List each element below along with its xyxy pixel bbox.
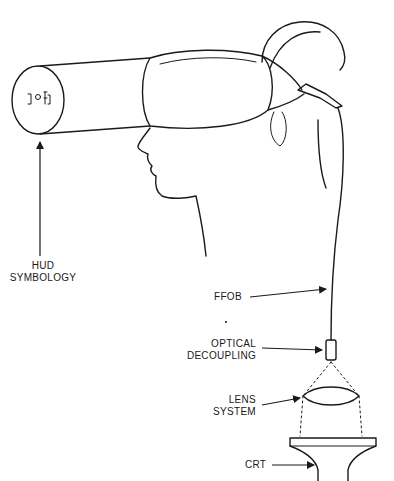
speck (225, 321, 227, 323)
light-rays (300, 362, 362, 436)
fiber-cable (331, 108, 343, 340)
leader-arrow (262, 348, 322, 350)
rear-mount (298, 84, 342, 108)
leader-arrow (272, 464, 314, 465)
hud-disc (12, 66, 64, 134)
crt-face (290, 446, 376, 447)
goggle-visor (143, 50, 273, 128)
cone-line (40, 58, 150, 66)
lens (303, 387, 359, 405)
hud-symbols (28, 92, 50, 104)
leader-arrow (262, 398, 300, 405)
callout-label: HUD SYMBOLOGY (8, 260, 78, 284)
visor-strap (262, 56, 302, 90)
head-strap-inner (270, 32, 320, 68)
visor-rim (160, 58, 256, 64)
visor-strap (268, 94, 304, 110)
optical-coupler (326, 340, 336, 360)
face-profile (138, 128, 206, 256)
callout-label: OPTICAL DECOUPLING (168, 338, 256, 362)
leader-arrow (39, 142, 40, 256)
ear (271, 112, 287, 146)
crt-tube (290, 438, 376, 481)
callout-label: FFOB (214, 291, 242, 303)
callout-label: CRT (245, 459, 266, 471)
back-of-head (318, 120, 326, 188)
callout-label: LENS SYSTEM (200, 394, 256, 418)
leader-arrow (250, 289, 326, 297)
cone-line (40, 126, 150, 134)
